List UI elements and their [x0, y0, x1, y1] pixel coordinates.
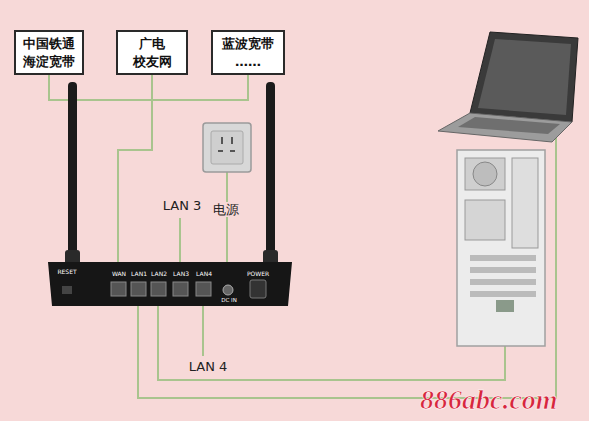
psu	[465, 158, 505, 190]
port-label: LAN4	[196, 271, 212, 277]
isp-name: 蓝波宽带 ……	[217, 35, 279, 70]
laptop-screen	[478, 39, 571, 115]
lan-port	[151, 282, 166, 296]
watermark: 886abc.com	[420, 386, 558, 414]
callout-label: LAN 3	[163, 199, 202, 212]
network-port	[496, 300, 514, 312]
socket-hole	[231, 137, 233, 144]
lan4-leader	[202, 302, 204, 356]
socket-plate	[203, 123, 251, 172]
antenna	[266, 82, 275, 268]
port-label: LAN1	[131, 271, 147, 277]
desktop-pc	[457, 150, 545, 346]
router	[48, 82, 292, 306]
socket-face	[211, 131, 243, 164]
lan-port	[196, 282, 211, 296]
isp-name: 广电 校友网	[122, 35, 182, 70]
isp-wires	[49, 74, 248, 289]
lan-port	[173, 282, 188, 296]
io-panel	[512, 158, 538, 248]
pc-case	[457, 150, 545, 346]
port-label: WAN	[112, 271, 126, 277]
slot	[470, 267, 536, 273]
power-switch	[250, 280, 266, 298]
port-label: POWER	[247, 271, 269, 277]
router-body	[48, 262, 292, 306]
port-label: LAN3	[173, 271, 189, 277]
wall-socket	[203, 123, 251, 172]
slot	[470, 255, 536, 261]
socket-hole	[218, 150, 223, 152]
fan	[473, 162, 497, 186]
port-label: DC IN	[221, 298, 237, 304]
ports	[465, 200, 505, 240]
isp-name: 中国铁通 海淀宽带	[20, 35, 78, 70]
socket-hole	[221, 137, 223, 144]
isp-box: 中国铁通 海淀宽带	[14, 30, 84, 75]
laptop-base	[438, 113, 572, 142]
isp-bus-wire	[49, 74, 248, 100]
lan-port	[131, 282, 146, 296]
slot	[470, 279, 536, 285]
pc-cable	[158, 300, 505, 380]
antenna	[68, 82, 77, 268]
port-label: LAN2	[151, 271, 167, 277]
laptop	[438, 32, 578, 142]
isp-box: 蓝波宽带 ……	[211, 30, 285, 75]
isp-box: 广电 校友网	[116, 30, 188, 75]
laptop-lid	[470, 32, 578, 122]
slot	[470, 291, 536, 297]
reset-button	[62, 286, 72, 294]
wan-wire	[118, 74, 152, 289]
callout-label: LAN 4	[189, 360, 228, 373]
laptop-keyboard	[458, 117, 560, 134]
wan-port	[111, 282, 126, 296]
callout-label: 电源	[211, 202, 241, 217]
socket-hole	[230, 150, 235, 152]
dc-port	[223, 285, 233, 295]
port-label: RESET	[57, 269, 76, 275]
